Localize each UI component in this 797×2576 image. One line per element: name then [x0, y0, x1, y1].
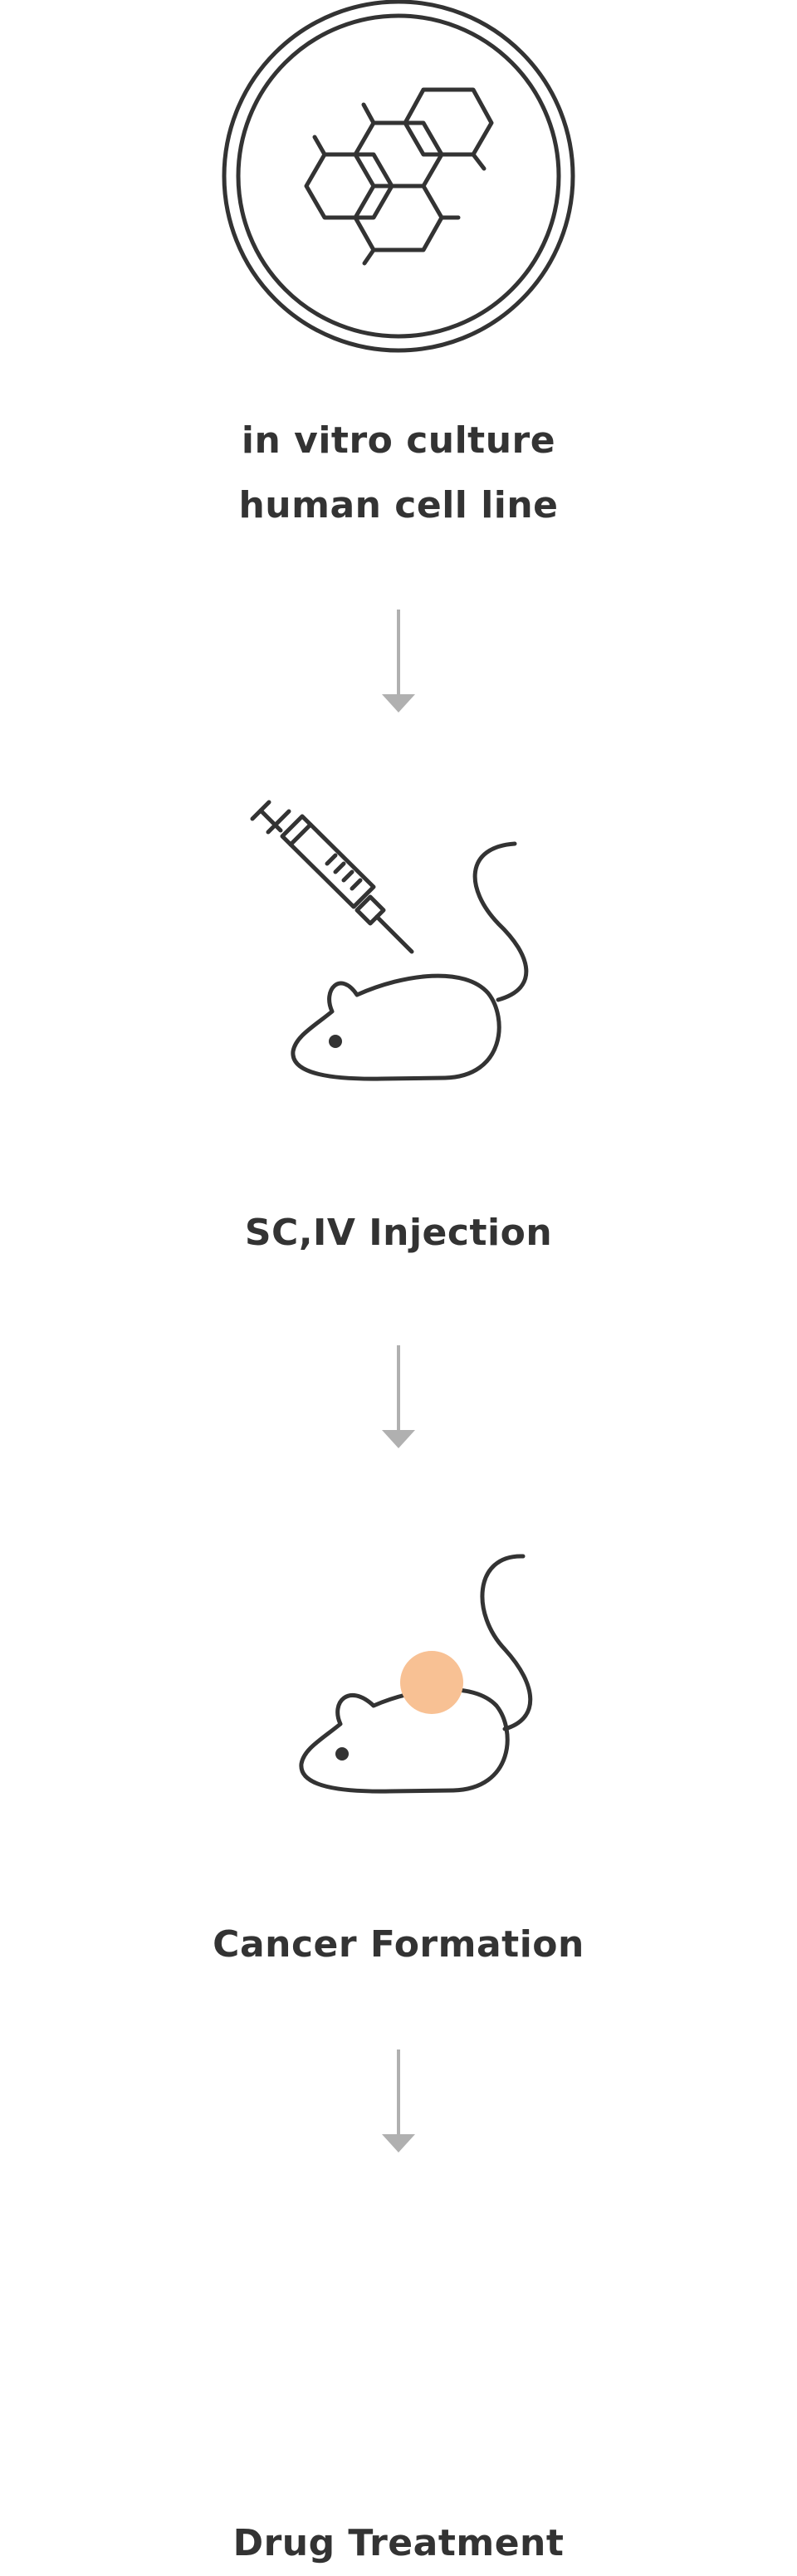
step-4-label: Drug Treatment: [232, 2522, 565, 2564]
step-1-label-line1: in vitro culture: [241, 419, 556, 462]
mouse-body: [299, 1687, 510, 1794]
hexagon-molecule: [304, 87, 494, 266]
petri-dish-outer-ring: [222, 0, 575, 353]
step-1-label: in vitro culture human cell line: [0, 409, 797, 538]
step-2-label: SC,IV Injection: [244, 1212, 553, 1254]
down-arrow-icon: [382, 2050, 415, 2152]
mouse-tail: [472, 841, 529, 1002]
mouse-syringe-icon: [250, 800, 529, 1081]
mouse-eye: [329, 1035, 342, 1048]
down-arrow-icon: [382, 610, 415, 713]
tumor-dot: [400, 1651, 463, 1714]
petri-dish-inner-ring: [236, 13, 561, 339]
petri-dish-hexagon-icon: [222, 0, 575, 353]
mouse-eye: [335, 1747, 349, 1761]
down-arrow-icon: [382, 1345, 415, 1448]
step-1-label-line2: human cell line: [238, 484, 559, 526]
syringe-icon: [250, 800, 414, 954]
mouse-tumor-icon: [299, 1554, 533, 1794]
mouse-tail: [480, 1554, 533, 1731]
mouse-body: [291, 973, 501, 1081]
step-3-label: Cancer Formation: [213, 1923, 584, 1966]
